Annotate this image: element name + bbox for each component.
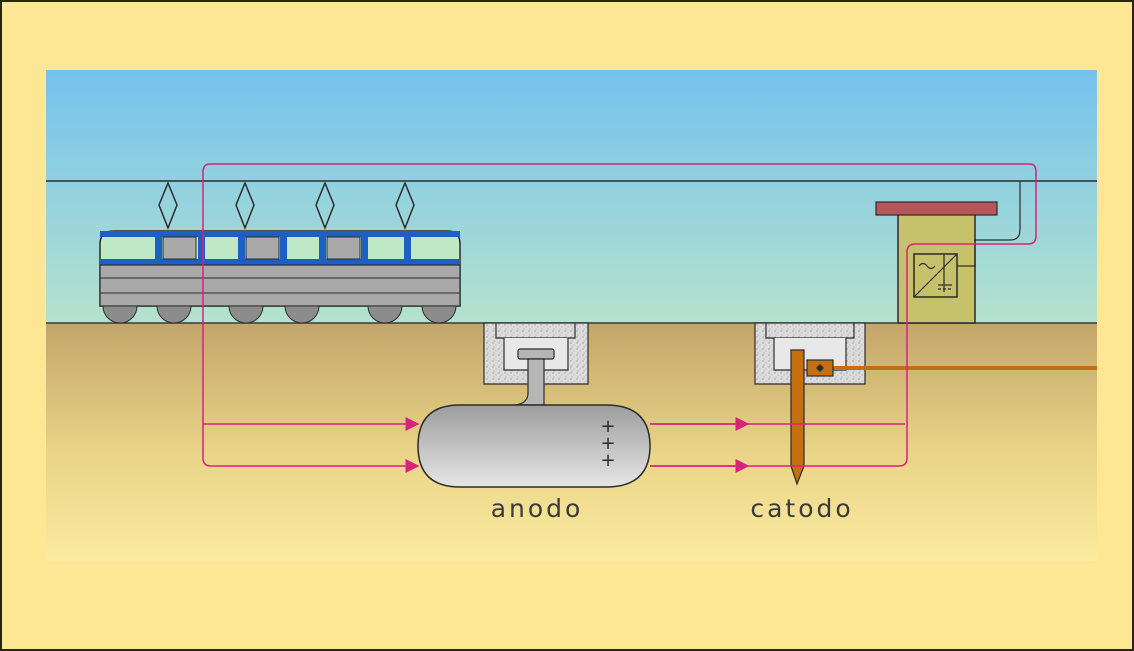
rectifier-icon (913, 253, 958, 298)
stray-current-paths (202, 163, 1037, 473)
anode-label: anodo (491, 494, 584, 523)
anode-pipe: + + + (417, 348, 651, 488)
substation (875, 181, 1021, 324)
anode-charge-3: + (600, 450, 615, 471)
anode-charge-1: + (600, 416, 615, 437)
pantograph-icon (158, 181, 415, 231)
tram (99, 230, 461, 324)
anode-charge-2: + (600, 433, 615, 454)
cathode-label: catodo (750, 494, 853, 523)
cathode-rod (790, 349, 1097, 486)
